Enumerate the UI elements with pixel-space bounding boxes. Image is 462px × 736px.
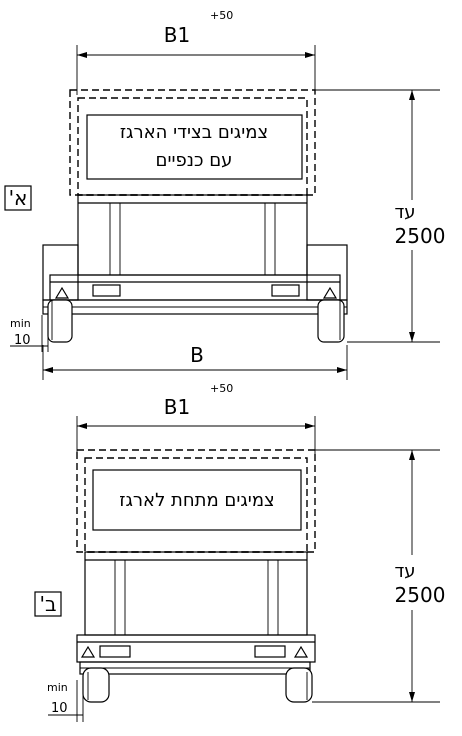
diagram-a-min-value: 10 xyxy=(14,333,31,348)
diagram-b-tolerance: +50 xyxy=(210,382,233,395)
diagram-a-height-value: 2500 xyxy=(395,224,446,248)
diagram-a-base-width-label: B xyxy=(190,343,204,367)
diagram-b-label: ב' xyxy=(39,592,56,616)
diagram-a-sign-box xyxy=(86,114,303,180)
diagram-a: +50 B1 צמיגים בצידי הארגז עם כנפיים xyxy=(4,9,446,380)
diagram-b: +50 B1 צמיגים מתחת לארגז xyxy=(34,382,446,722)
diagram-a-label: א' xyxy=(9,186,28,210)
diagram-b-sign-line1: צמיגים מתחת לארגז xyxy=(119,490,274,511)
diagram-a-sign-line1: צמיגים בצידי הארגז xyxy=(120,122,268,143)
diagram-b-height-value: 2500 xyxy=(395,583,446,607)
diagram-b-min-value: 10 xyxy=(51,701,68,716)
diagram-a-sign-line2: עם כנפיים xyxy=(156,150,233,171)
diagram-a-min-label: min xyxy=(10,317,31,330)
diagram-b-width-label: B1 xyxy=(164,395,190,419)
diagram-b-sign-box xyxy=(92,469,302,531)
diagram-b-label-box xyxy=(34,591,62,617)
diagram-b-height-prefix: עד xyxy=(394,561,415,582)
diagram-a-width-label: B1 xyxy=(164,23,190,47)
diagram-a-tolerance: +50 xyxy=(210,9,233,22)
diagram-a-label-box xyxy=(4,185,32,211)
diagram-b-min-label: min xyxy=(47,681,68,694)
diagram-a-height-prefix: עד xyxy=(394,202,415,223)
